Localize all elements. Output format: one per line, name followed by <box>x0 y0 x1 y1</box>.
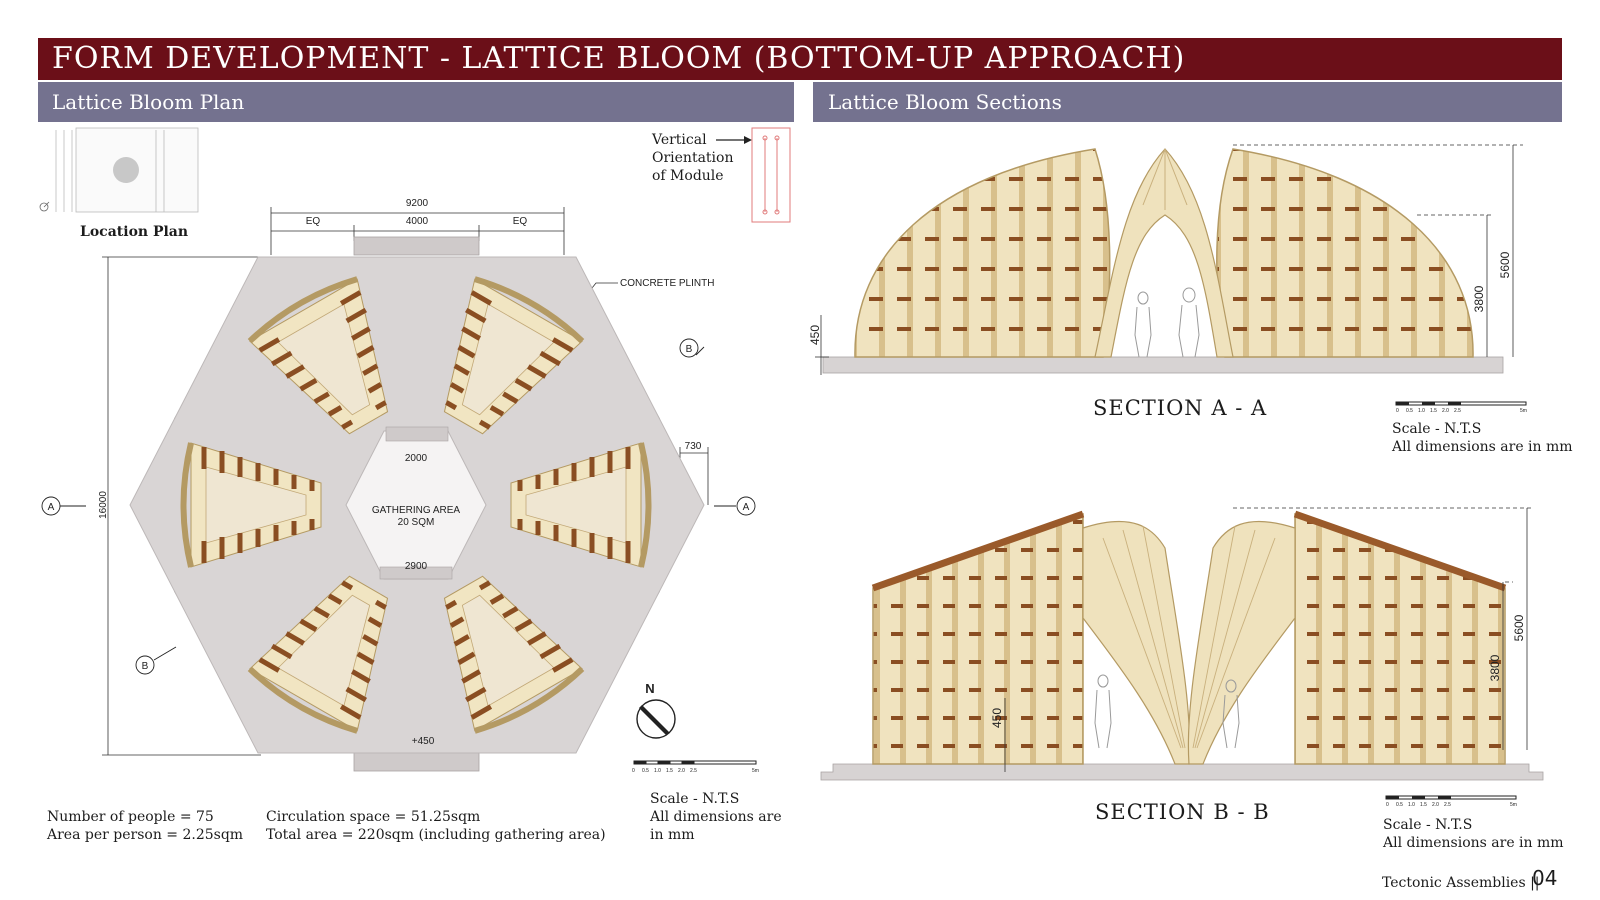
section-bb-scale-tick-2: 1.0 <box>1408 802 1415 808</box>
section-marker-a-right: A <box>743 502 750 513</box>
section-marker-a-left: A <box>48 502 55 513</box>
section-bb-scale-bar: 0 0.5 1.0 1.5 2.0 2.5 5m <box>1385 795 1517 808</box>
stat-people: Number of people = 75 <box>47 809 214 825</box>
section-bb-scale-tick-1: 0.5 <box>1396 802 1403 808</box>
section-bb-scale-tick-3: 1.5 <box>1420 802 1427 808</box>
section-aa-dim-total: 5600 <box>1498 251 1512 278</box>
dim-mid: 4000 <box>406 216 429 227</box>
section-aa-scale-tick-3: 1.5 <box>1430 408 1437 414</box>
lattice-bloom-plan: 9200 EQ 4000 EQ 16000 730 CONCRETE PLINT… <box>41 198 759 774</box>
scale-tick-5: 2.5 <box>690 768 697 774</box>
section-aa-dim-plinth: 450 <box>808 325 822 345</box>
dim-gap: 730 <box>685 441 702 452</box>
module-orientation-diagram <box>716 127 791 223</box>
dim-height: 16000 <box>98 491 109 519</box>
north-label: N <box>645 681 654 696</box>
section-aa-scale-bar: 0 0.5 1.0 1.5 2.0 2.5 5m <box>1395 401 1527 414</box>
dim-inner-top: 2000 <box>405 453 428 464</box>
title-bar <box>38 38 1562 80</box>
module-note-line-3: of Module <box>652 168 724 184</box>
stat-circulation: Circulation space = 51.25sqm <box>266 809 481 825</box>
section-marker-b-top: B <box>686 344 693 355</box>
section-aa-scale-tick-2: 1.0 <box>1418 408 1425 414</box>
section-bb-dim-plinth: 450 <box>990 708 1004 728</box>
section-bb-scale-tick-5: 2.5 <box>1444 802 1451 808</box>
scale-tick-3: 1.5 <box>666 768 673 774</box>
location-plan-label: Location Plan <box>80 224 189 240</box>
section-bb-title: SECTION B - B <box>1095 800 1270 824</box>
scale-tick-1: 0.5 <box>642 768 649 774</box>
section-bb-scale-note-1: Scale - N.T.S <box>1383 817 1473 833</box>
module-note-line-1: Vertical <box>652 132 707 148</box>
section-aa-scale-tick-4: 2.0 <box>1442 408 1449 414</box>
section-aa-scale-note-1: Scale - N.T.S <box>1392 421 1482 437</box>
section-aa-scale-tick-0: 0 <box>1396 408 1399 414</box>
plan-scale-note-1: Scale - N.T.S <box>650 791 740 807</box>
section-aa-title: SECTION A - A <box>1093 396 1268 420</box>
section-aa-scale-tick-1: 0.5 <box>1406 408 1413 414</box>
section-aa-scale-note-2: All dimensions are in mm <box>1392 439 1573 455</box>
scale-tick-4: 2.0 <box>678 768 685 774</box>
section-aa-scale-tick-5: 2.5 <box>1454 408 1461 414</box>
level-marker: +450 <box>412 736 435 747</box>
scale-tick-2: 1.0 <box>654 768 661 774</box>
section-bb-scale-tick-6: 5m <box>1510 802 1517 808</box>
scale-tick-0: 0 <box>632 768 635 774</box>
page-number: 04 <box>1532 866 1558 890</box>
left-panel-header <box>38 82 794 122</box>
module-note-line-2: Orientation <box>652 150 734 166</box>
section-aa-scale-tick-6: 5m <box>1520 408 1527 414</box>
section-bb-scale-note-2: All dimensions are in mm <box>1383 835 1564 851</box>
section-bb-dim-mid: 3800 <box>1488 654 1502 681</box>
page-title: FORM DEVELOPMENT - LATTICE BLOOM (BOTTOM… <box>52 41 1186 76</box>
footer-text: Tectonic Assemblies || <box>1382 875 1540 891</box>
left-panel-title: Lattice Bloom Plan <box>52 90 245 114</box>
scale-tick-6: 5m <box>752 768 759 774</box>
section-aa-drawing: 5600 3800 450 <box>808 144 1523 375</box>
gathering-label-1: GATHERING AREA <box>372 505 460 516</box>
plinth-label: CONCRETE PLINTH <box>620 278 714 289</box>
gathering-label-2: 20 SQM <box>398 517 435 528</box>
section-aa-dim-mid: 3800 <box>1472 285 1486 312</box>
right-panel-title: Lattice Bloom Sections <box>828 90 1062 114</box>
right-panel-header <box>813 82 1562 122</box>
stat-area-per-person: Area per person = 2.25sqm <box>47 827 244 843</box>
dim-eq-left: EQ <box>306 216 321 227</box>
section-bb-scale-tick-4: 2.0 <box>1432 802 1439 808</box>
dim-total-width: 9200 <box>406 198 429 209</box>
section-marker-b-bottom: B <box>142 661 149 672</box>
dim-inner-bottom: 2900 <box>405 561 428 572</box>
stat-total-area: Total area = 220sqm (including gathering… <box>266 827 606 843</box>
dim-eq-right: EQ <box>513 216 528 227</box>
section-bb-scale-tick-0: 0 <box>1386 802 1389 808</box>
plan-scale-note-2: All dimensions are <box>650 809 782 825</box>
section-bb-dim-total: 5600 <box>1512 614 1526 641</box>
plan-scale-note-3: in mm <box>650 827 695 843</box>
location-plan-thumbnail <box>39 127 199 213</box>
section-bb-drawing: 5600 3800 450 <box>820 507 1544 781</box>
